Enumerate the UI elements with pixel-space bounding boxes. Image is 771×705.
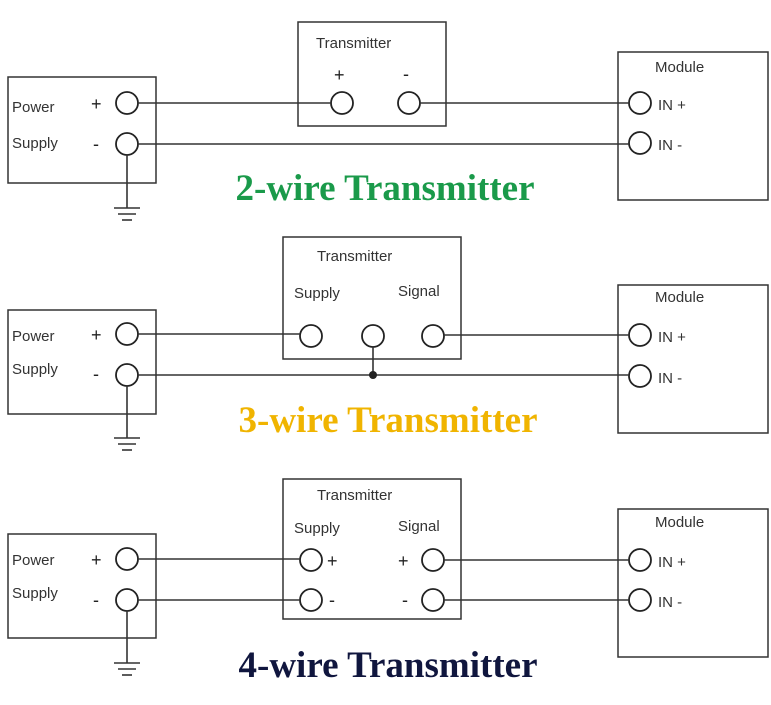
minus-sign: - xyxy=(93,134,99,154)
transmitter-label: Transmitter xyxy=(316,35,391,52)
transmitter-signal-plus-sign: + xyxy=(398,551,409,571)
transmitter-negative-terminal xyxy=(397,91,421,115)
transmitter-signal-label: Signal xyxy=(398,283,440,300)
module-box xyxy=(617,508,769,658)
transmitter-plus-sign: + xyxy=(334,65,345,85)
power-positive-terminal xyxy=(115,91,139,115)
junction-dot xyxy=(369,371,377,379)
power-label: Power xyxy=(12,552,55,569)
transmitter-supply-plus-sign: + xyxy=(327,551,338,571)
transmitter-label: Transmitter xyxy=(317,487,392,504)
four-wire-title: 4-wire Transmitter xyxy=(239,645,538,686)
power-positive-terminal xyxy=(115,322,139,346)
power-positive-terminal xyxy=(115,547,139,571)
module-box xyxy=(617,284,769,434)
power-negative-terminal xyxy=(115,132,139,156)
transmitter-signal-negative-terminal xyxy=(421,588,445,612)
module-label: Module xyxy=(655,514,704,531)
transmitter-signal-positive-terminal xyxy=(421,548,445,572)
transmitter-supply-label: Supply xyxy=(294,285,340,302)
power-label: Power xyxy=(12,328,55,345)
three-wire-section: Power Supply + - Transmitter Supply Sign… xyxy=(7,236,769,451)
module-in-negative-terminal xyxy=(628,364,652,388)
two-wire-section: Power Supply + - Transmitter + - Module … xyxy=(7,21,769,221)
module-label: Module xyxy=(655,289,704,306)
transmitter-signal-minus-sign: - xyxy=(402,590,408,610)
transmitter-supply-positive-terminal xyxy=(299,548,323,572)
module-in-positive-terminal xyxy=(628,548,652,572)
transmitter-box xyxy=(297,21,447,127)
transmitter-supply-label: Supply xyxy=(294,520,340,537)
in-minus-label: IN - xyxy=(658,370,682,387)
module-in-negative-terminal xyxy=(628,131,652,155)
supply-label: Supply xyxy=(12,135,58,152)
module-box xyxy=(617,51,769,201)
in-plus-label: IN + xyxy=(658,554,686,571)
three-wire-title: 3-wire Transmitter xyxy=(239,400,538,441)
transmitter-supply-negative-terminal xyxy=(299,588,323,612)
transmitter-supply-terminal xyxy=(299,324,323,348)
plus-sign: + xyxy=(91,325,102,345)
in-plus-label: IN + xyxy=(658,329,686,346)
two-wire-title: 2-wire Transmitter xyxy=(236,168,535,209)
supply-label: Supply xyxy=(12,361,58,378)
in-minus-label: IN - xyxy=(658,137,682,154)
module-in-negative-terminal xyxy=(628,588,652,612)
four-wire-section: Power Supply + - Transmitter Supply Sign… xyxy=(7,478,769,686)
transmitter-signal-label: Signal xyxy=(398,518,440,535)
module-label: Module xyxy=(655,59,704,76)
module-in-positive-terminal xyxy=(628,323,652,347)
transmitter-minus-sign: - xyxy=(403,64,409,84)
transmitter-supply-minus-sign: - xyxy=(329,590,335,610)
transmitter-signal-terminal xyxy=(421,324,445,348)
minus-sign: - xyxy=(93,364,99,384)
minus-sign: - xyxy=(93,590,99,610)
transmitter-positive-terminal xyxy=(330,91,354,115)
plus-sign: + xyxy=(91,550,102,570)
power-supply-box xyxy=(7,76,157,184)
power-label: Power xyxy=(12,99,55,116)
supply-label: Supply xyxy=(12,585,58,602)
in-minus-label: IN - xyxy=(658,594,682,611)
module-in-positive-terminal xyxy=(628,91,652,115)
plus-sign: + xyxy=(91,94,102,114)
in-plus-label: IN + xyxy=(658,97,686,114)
transmitter-label: Transmitter xyxy=(317,248,392,265)
power-negative-terminal xyxy=(115,588,139,612)
transmitter-common-terminal xyxy=(361,324,385,348)
power-negative-terminal xyxy=(115,363,139,387)
